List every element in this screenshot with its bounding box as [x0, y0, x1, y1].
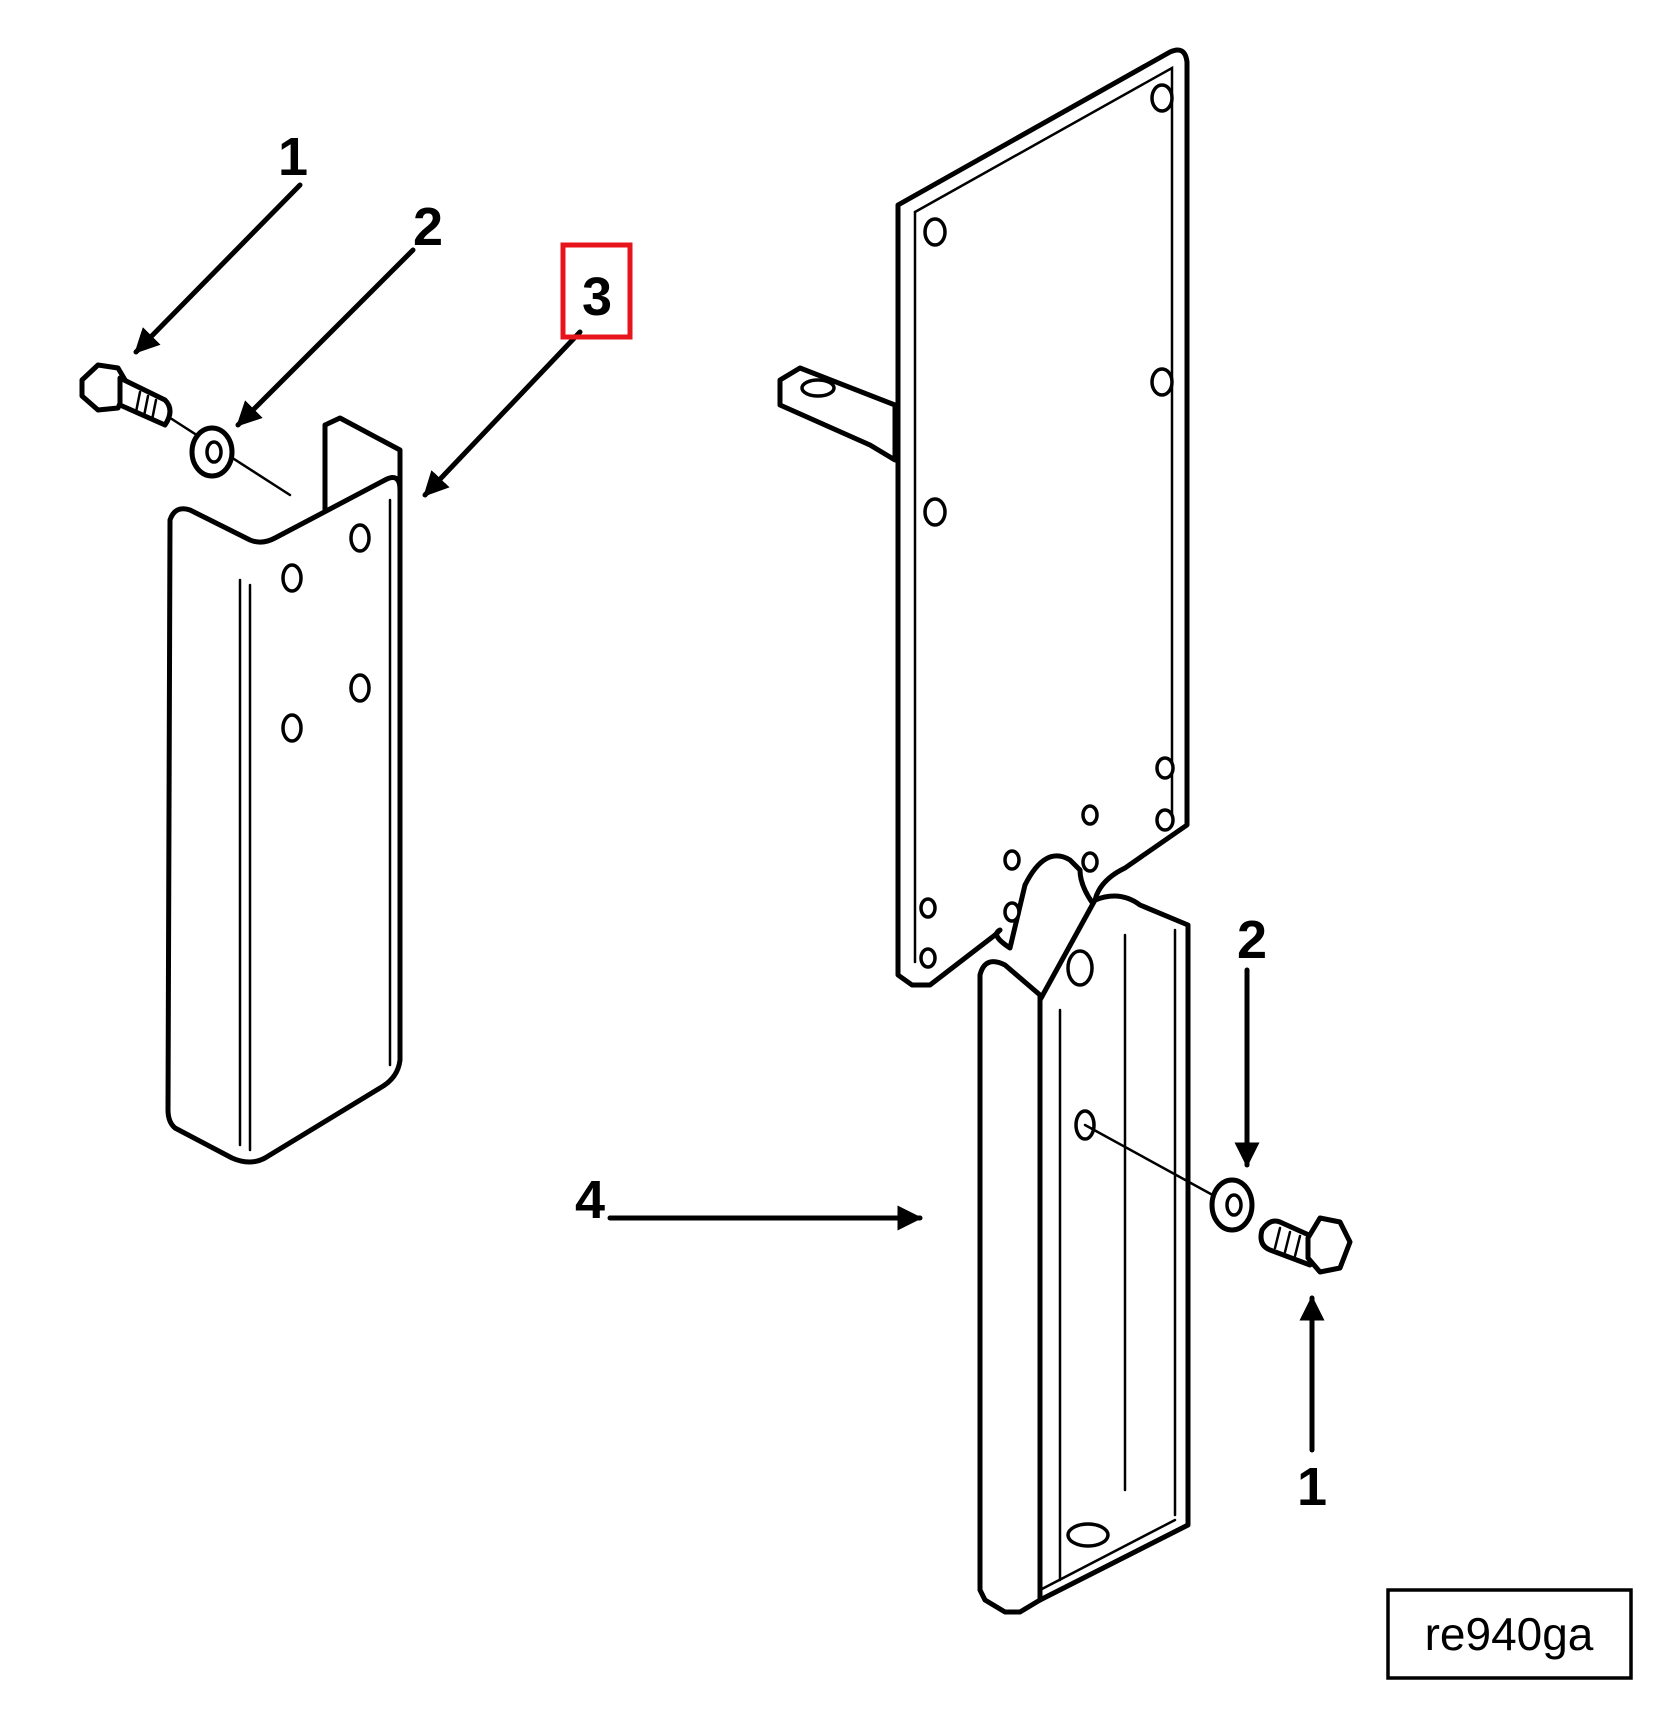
callout-highlight-box: [560, 242, 633, 340]
bracket-hole: [281, 563, 303, 593]
figure-id-box: re940ga: [1386, 1588, 1633, 1680]
left-u-bracket: [165, 415, 403, 1165]
left-washer: [189, 425, 235, 479]
left-bolt: [79, 362, 292, 497]
right-mounting-plate: [777, 47, 1190, 988]
leader-lines: [133, 182, 1325, 1453]
bracket-hole: [349, 523, 371, 553]
right-bolt: [1258, 1215, 1353, 1275]
callout-left-bolt: 1: [278, 127, 308, 187]
bracket-hole: [281, 713, 303, 743]
callout-left-bracket: 3: [582, 267, 612, 327]
callout-right-bolt: 1: [1297, 1457, 1327, 1517]
right-washer: [1209, 1177, 1255, 1233]
callout-right-washer: 2: [1237, 910, 1267, 970]
right-channel: [977, 893, 1191, 1615]
figure-id: re940ga: [1425, 1608, 1594, 1660]
callout-right-channel: 4: [575, 1170, 605, 1230]
callout-left-washer: 2: [413, 197, 443, 257]
bracket-hole: [349, 673, 371, 703]
